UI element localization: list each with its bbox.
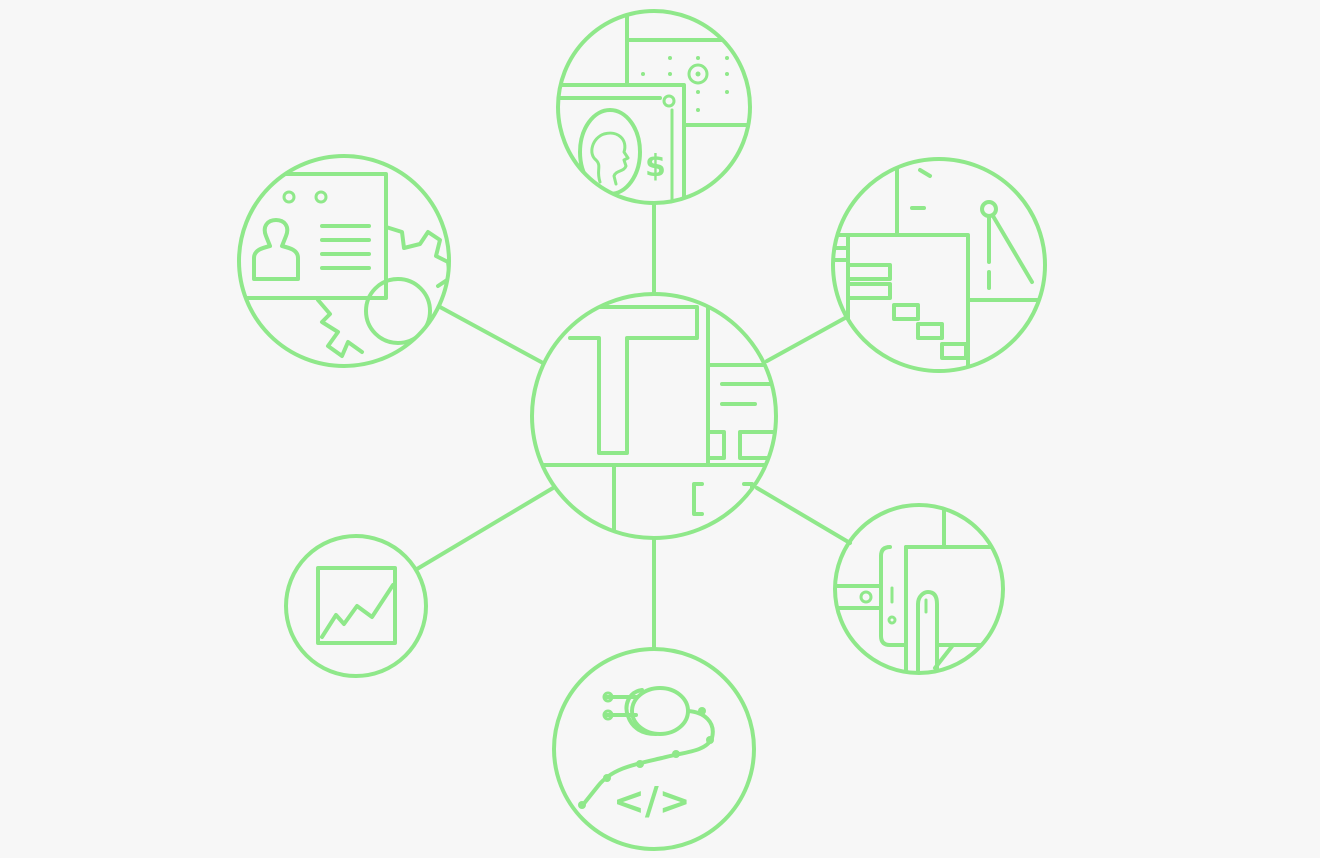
connector-lines	[415, 201, 852, 651]
node-workflow-circle	[831, 157, 1047, 373]
connector-workflow	[765, 316, 847, 363]
node-integrations-circle	[552, 647, 756, 851]
node-analytics	[284, 534, 428, 678]
hub-node	[530, 292, 778, 540]
brand-t-icon	[532, 298, 776, 538]
node-analytics-circle	[284, 534, 428, 678]
node-billing-circle	[556, 9, 752, 205]
node-mobile	[833, 503, 1005, 675]
connector-user-settings	[438, 305, 545, 365]
node-integrations: </>	[552, 647, 756, 851]
node-billing: $	[556, 9, 752, 205]
currency-glyph: $	[645, 149, 666, 184]
node-workflow	[831, 157, 1047, 373]
connector-analytics	[415, 486, 555, 571]
plug-code-icon: </>	[578, 686, 715, 823]
workflow-steps-icon	[833, 159, 1045, 371]
connector-mobile	[755, 486, 852, 545]
billing-profile-icon: $	[558, 11, 750, 203]
user-settings-icon	[239, 172, 449, 358]
growth-chart-icon	[316, 566, 397, 645]
code-glyph: </>	[613, 779, 691, 823]
node-user-settings	[237, 154, 451, 368]
hub-circle	[530, 292, 778, 540]
